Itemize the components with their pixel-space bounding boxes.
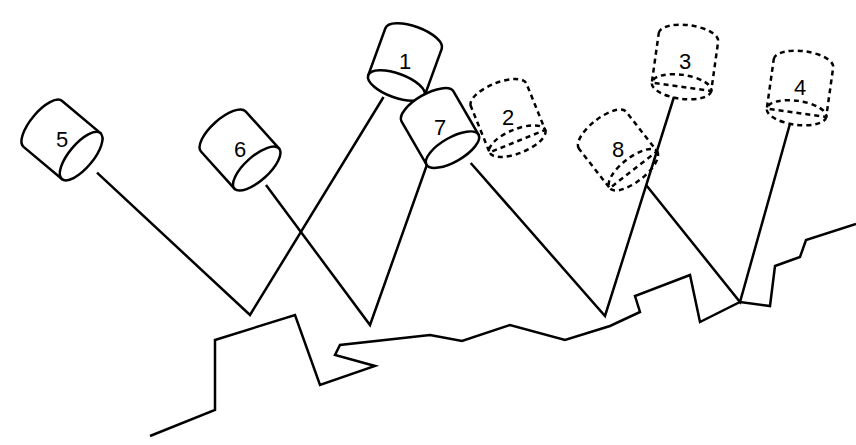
callout-number: 5	[56, 129, 68, 151]
callout-number: 1	[399, 51, 411, 73]
cylinder-face	[650, 71, 713, 103]
light-ray	[471, 97, 674, 316]
detector-cylinder: 6	[205, 115, 275, 185]
detector-cylinder: 7	[405, 93, 475, 163]
detector-cylinder: 3	[650, 27, 720, 97]
light-ray	[646, 123, 790, 302]
cylinder-body	[767, 47, 835, 117]
stepped-surface	[150, 224, 856, 436]
detector-cylinder: 8	[583, 115, 653, 185]
callout-number: 6	[234, 139, 246, 161]
cylinder-body	[652, 21, 720, 91]
callout-number: 7	[434, 117, 446, 139]
cylinder-face	[485, 119, 550, 164]
detector-cylinder: 5	[27, 105, 97, 175]
callout-number: 3	[679, 51, 691, 73]
detector-cylinder: 2	[473, 83, 543, 153]
cylinder-face	[53, 125, 110, 186]
light-ray	[266, 163, 428, 325]
light-ray	[97, 97, 384, 315]
cylinder-face	[421, 124, 485, 175]
detector-cylinder: 4	[765, 53, 835, 123]
callout-number: 4	[794, 77, 806, 99]
cylinder-face	[226, 140, 287, 198]
callout-number: 2	[502, 107, 514, 129]
callout-number: 8	[612, 139, 624, 161]
detector-cylinder: 1	[370, 27, 440, 97]
cylinder-face	[765, 97, 828, 129]
cylinder-face	[602, 142, 664, 198]
